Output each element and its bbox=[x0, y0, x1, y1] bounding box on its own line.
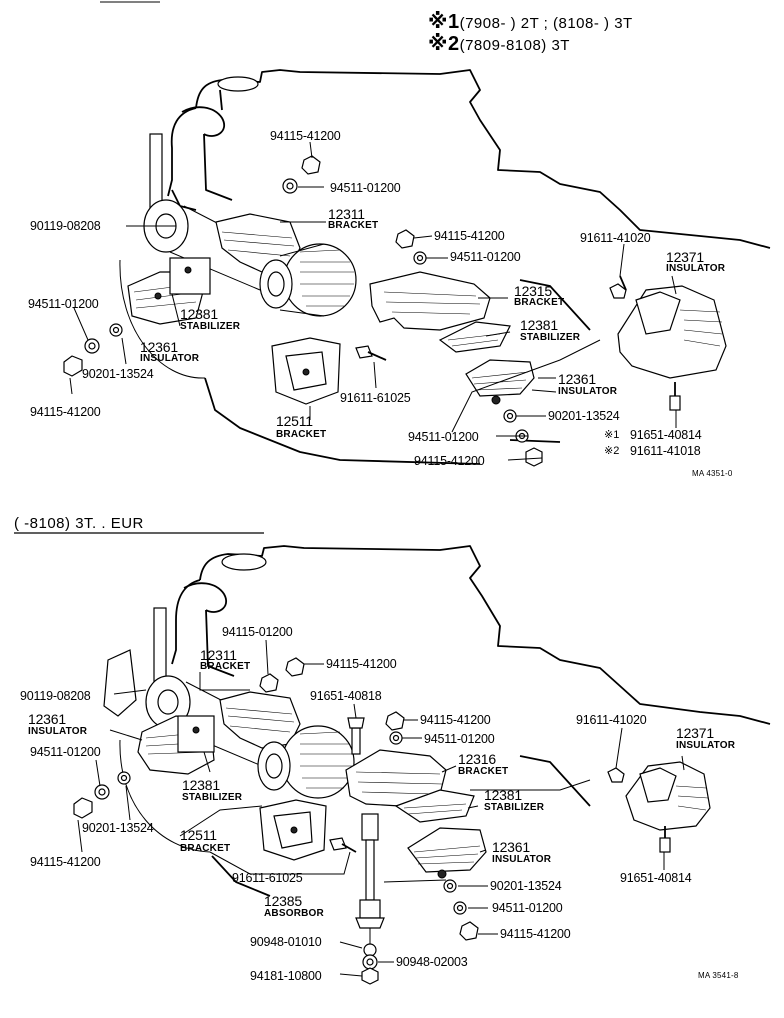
top-center-bracket bbox=[215, 213, 357, 317]
label-12511: 12511 bbox=[276, 413, 313, 429]
label-94115-41200-b: 94115-41200 bbox=[434, 229, 505, 243]
label-91611-61025: 91611-61025 bbox=[340, 391, 411, 405]
name-bracket-12311: BRACKET bbox=[328, 220, 379, 231]
name-bracket-12511: BRACKET bbox=[276, 429, 327, 440]
label-94511-01200-d: 94511-01200 bbox=[408, 430, 479, 444]
label-12311-b: 12311 bbox=[200, 647, 237, 663]
label-94511-01200-bb: 94511-01200 bbox=[30, 745, 101, 759]
top-bolt-91611-61025 bbox=[355, 345, 387, 361]
header-line-2: ※2(7809-8108) 3T bbox=[428, 34, 570, 54]
header-line-1-text: (7908- ) 2T ; (8108- ) 3T bbox=[459, 15, 633, 32]
name-bracket-12311-b: BRACKET bbox=[200, 661, 251, 672]
bottom-center-bracket bbox=[219, 691, 355, 799]
label-94115-41200-d: 94115-41200 bbox=[414, 454, 485, 468]
top-left-mount bbox=[127, 257, 211, 325]
drawing-code-top: MA 4351-0 bbox=[692, 469, 733, 478]
bottom-absorbor-12385 bbox=[355, 813, 385, 944]
label-12511-b: 12511 bbox=[180, 827, 217, 843]
label-91651-40814: 91651-40814 bbox=[630, 428, 702, 442]
drawing-code-bottom: MA 3541-8 bbox=[698, 971, 739, 980]
label-90201-13524: 90201-13524 bbox=[82, 367, 154, 381]
top-leaders bbox=[69, 141, 677, 461]
top-fasteners bbox=[63, 155, 681, 467]
label-12381-b-right: 12381 bbox=[484, 787, 522, 803]
label-12361-left: 12361 bbox=[140, 339, 178, 355]
label-90948-02003: 90948-02003 bbox=[396, 955, 468, 969]
bottom-fasteners bbox=[73, 657, 671, 985]
mark-2-note: ※2 bbox=[604, 445, 620, 457]
name-stabilizer-b-left: STABILIZER bbox=[182, 792, 243, 803]
label-90119-08208: 90119-08208 bbox=[30, 219, 101, 233]
name-stabilizer-right: STABILIZER bbox=[520, 332, 581, 343]
top-bracket-12511 bbox=[271, 337, 341, 405]
mark-1: ※1 bbox=[428, 11, 460, 33]
label-12371-b: 12371 bbox=[676, 725, 714, 741]
label-12311: 12311 bbox=[328, 206, 365, 222]
label-12385: 12385 bbox=[264, 893, 302, 909]
bottom-fan-pulley bbox=[103, 607, 263, 853]
label-90201-13524-b: 90201-13524 bbox=[548, 409, 620, 423]
mark-1-note: ※1 bbox=[604, 429, 620, 441]
bottom-leaders bbox=[77, 639, 685, 977]
name-insulator-left: INSULATOR bbox=[140, 353, 200, 364]
label-91651-40818: 91651-40818 bbox=[310, 689, 382, 703]
label-94115-41200-ba: 94115-41200 bbox=[326, 657, 397, 671]
label-90201-13524-ba: 90201-13524 bbox=[82, 821, 154, 835]
label-94511-01200-bc: 94511-01200 bbox=[492, 901, 563, 915]
name-absorbor: ABSORBOR bbox=[264, 908, 324, 919]
label-12361-b-right: 12361 bbox=[492, 839, 530, 855]
top-insulator-12371 bbox=[617, 285, 727, 379]
label-94115-41200: 94115-41200 bbox=[270, 129, 341, 143]
label-94511-01200: 94511-01200 bbox=[330, 181, 401, 195]
label-94511-01200-c: 94511-01200 bbox=[28, 297, 99, 311]
label-94511-01200-b: 94511-01200 bbox=[450, 250, 521, 264]
bottom-insulator-12371 bbox=[625, 761, 711, 831]
bottom-engine-block bbox=[171, 545, 771, 897]
label-12315: 12315 bbox=[514, 283, 552, 299]
label-94181-10800: 94181-10800 bbox=[250, 969, 322, 983]
label-12316: 12316 bbox=[458, 751, 496, 767]
bottom-right-insulator bbox=[407, 827, 487, 879]
name-bracket-12511-b: BRACKET bbox=[180, 843, 231, 854]
label-12381-right: 12381 bbox=[520, 317, 558, 333]
section-2-rule bbox=[14, 532, 264, 534]
label-12381-b-left: 12381 bbox=[182, 777, 220, 793]
label-94115-41200-bd: 94115-41200 bbox=[500, 927, 571, 941]
label-91611-41020-b: 91611-41020 bbox=[576, 713, 647, 727]
label-91611-41018: 91611-41018 bbox=[630, 444, 701, 458]
name-insulator-b-left: INSULATOR bbox=[28, 726, 88, 737]
name-bracket-12316: BRACKET bbox=[458, 766, 509, 777]
name-stabilizer-b-right: STABILIZER bbox=[484, 802, 545, 813]
mark-2: ※2 bbox=[428, 33, 460, 55]
bottom-bracket-12511 bbox=[259, 799, 357, 861]
label-91651-40814-b: 91651-40814 bbox=[620, 871, 692, 885]
label-90948-01010: 90948-01010 bbox=[250, 935, 322, 949]
header-line-2-text: (7809-8108) 3T bbox=[459, 37, 570, 54]
label-90119-08208-b: 90119-08208 bbox=[20, 689, 91, 703]
name-insulator-12371-b: INSULATOR bbox=[676, 740, 736, 751]
bottom-right-bracket-12316 bbox=[345, 717, 475, 823]
label-12361-b-left: 12361 bbox=[28, 711, 66, 727]
name-insulator-12371: INSULATOR bbox=[666, 263, 726, 274]
label-94115-41200-bb: 94115-41200 bbox=[420, 713, 491, 727]
name-insulator-b-right: INSULATOR bbox=[492, 854, 552, 865]
label-90201-13524-bb: 90201-13524 bbox=[490, 879, 562, 893]
label-12361-right: 12361 bbox=[558, 371, 596, 387]
bottom-left-mount bbox=[137, 715, 215, 775]
label-91611-41020: 91611-41020 bbox=[580, 231, 651, 245]
label-94115-41200-c: 94115-41200 bbox=[30, 405, 101, 419]
label-94511-01200-ba: 94511-01200 bbox=[424, 732, 495, 746]
name-stabilizer-left: STABILIZER bbox=[180, 321, 241, 332]
section-2-title: ( -8108) 3T. . EUR bbox=[14, 515, 144, 532]
label-91611-61025-b: 91611-61025 bbox=[232, 871, 303, 885]
top-right-bracket-12315 bbox=[369, 271, 511, 353]
label-12381-left: 12381 bbox=[180, 306, 218, 322]
label-94115-41200-bc: 94115-41200 bbox=[30, 855, 101, 869]
name-insulator-right: INSULATOR bbox=[558, 386, 618, 397]
label-12371: 12371 bbox=[666, 249, 704, 265]
name-bracket-12315: BRACKET bbox=[514, 297, 565, 308]
label-94115-01200: 94115-01200 bbox=[222, 625, 293, 639]
header-line-1: ※1(7908- ) 2T ; (8108- ) 3T bbox=[428, 12, 633, 32]
